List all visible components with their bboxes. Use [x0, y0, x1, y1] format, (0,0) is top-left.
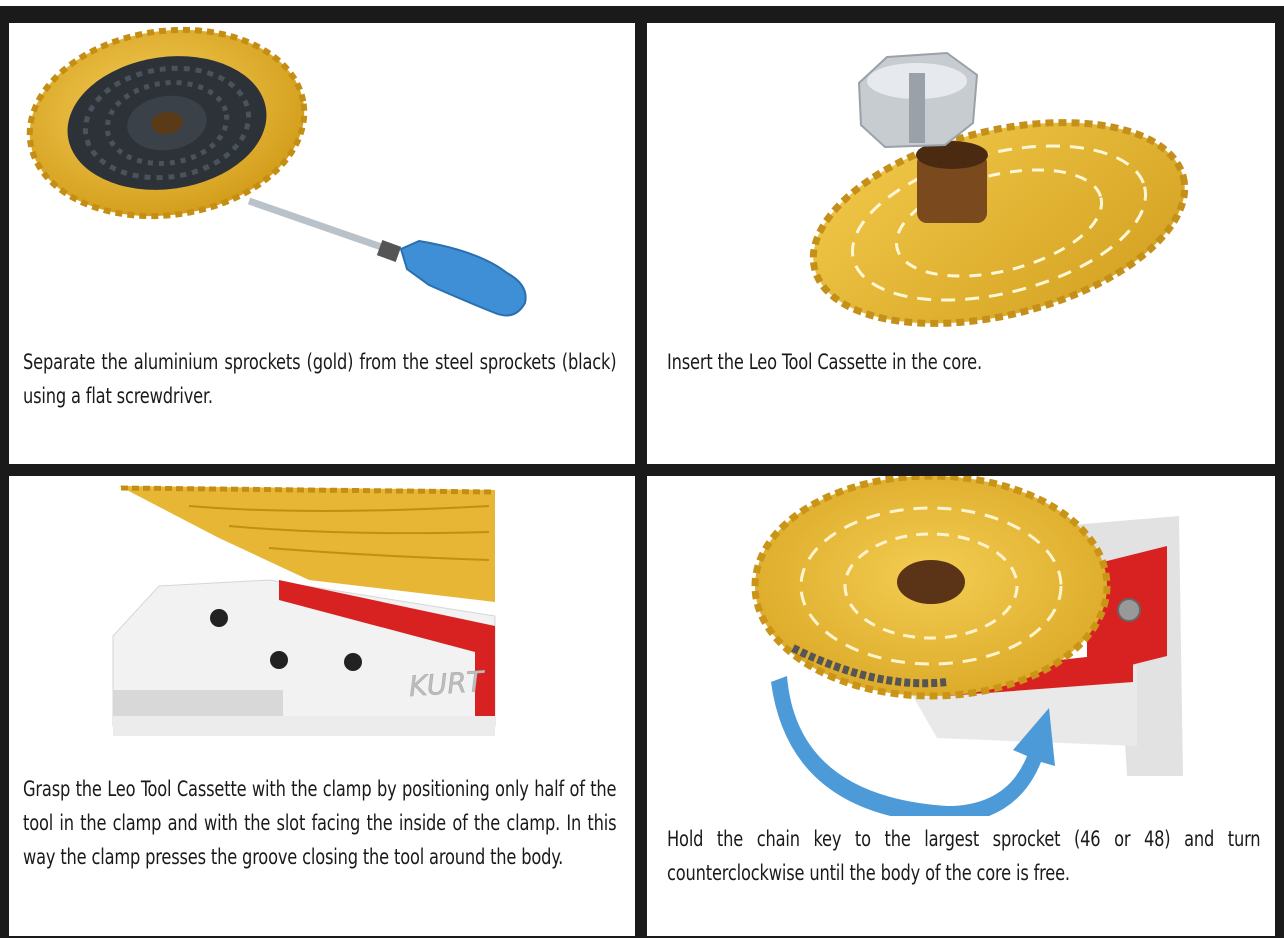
caption-step-2: Insert the Leo Tool Cassette in the core… — [667, 350, 983, 374]
panel-grid: Separate the aluminium sprockets (gold) … — [0, 6, 1284, 938]
tool-in-core-illustration — [809, 51, 1189, 327]
tool-in-clamp-illustration: KURT — [112, 485, 496, 736]
clamp-brand-label: KURT — [408, 665, 487, 703]
panel-step-2: Insert the Leo Tool Cassette in the core… — [647, 23, 1275, 464]
panel-step-3: KURT Grasp the Leo Tool Cassette with th… — [9, 476, 635, 936]
chain-key-illustration — [751, 476, 1183, 816]
screwdriver-sprockets-illustration — [26, 26, 527, 317]
caption-step-4: Hold the chain key to the largest sprock… — [667, 827, 1261, 885]
panel-step-4: Hold the chain key to the largest sprock… — [647, 476, 1275, 936]
caption-step-3: Grasp the Leo Tool Cassette with the cla… — [23, 777, 617, 869]
caption-step-1: Separate the aluminium sprockets (gold) … — [23, 350, 617, 408]
panel-step-1: Separate the aluminium sprockets (gold) … — [9, 23, 635, 464]
